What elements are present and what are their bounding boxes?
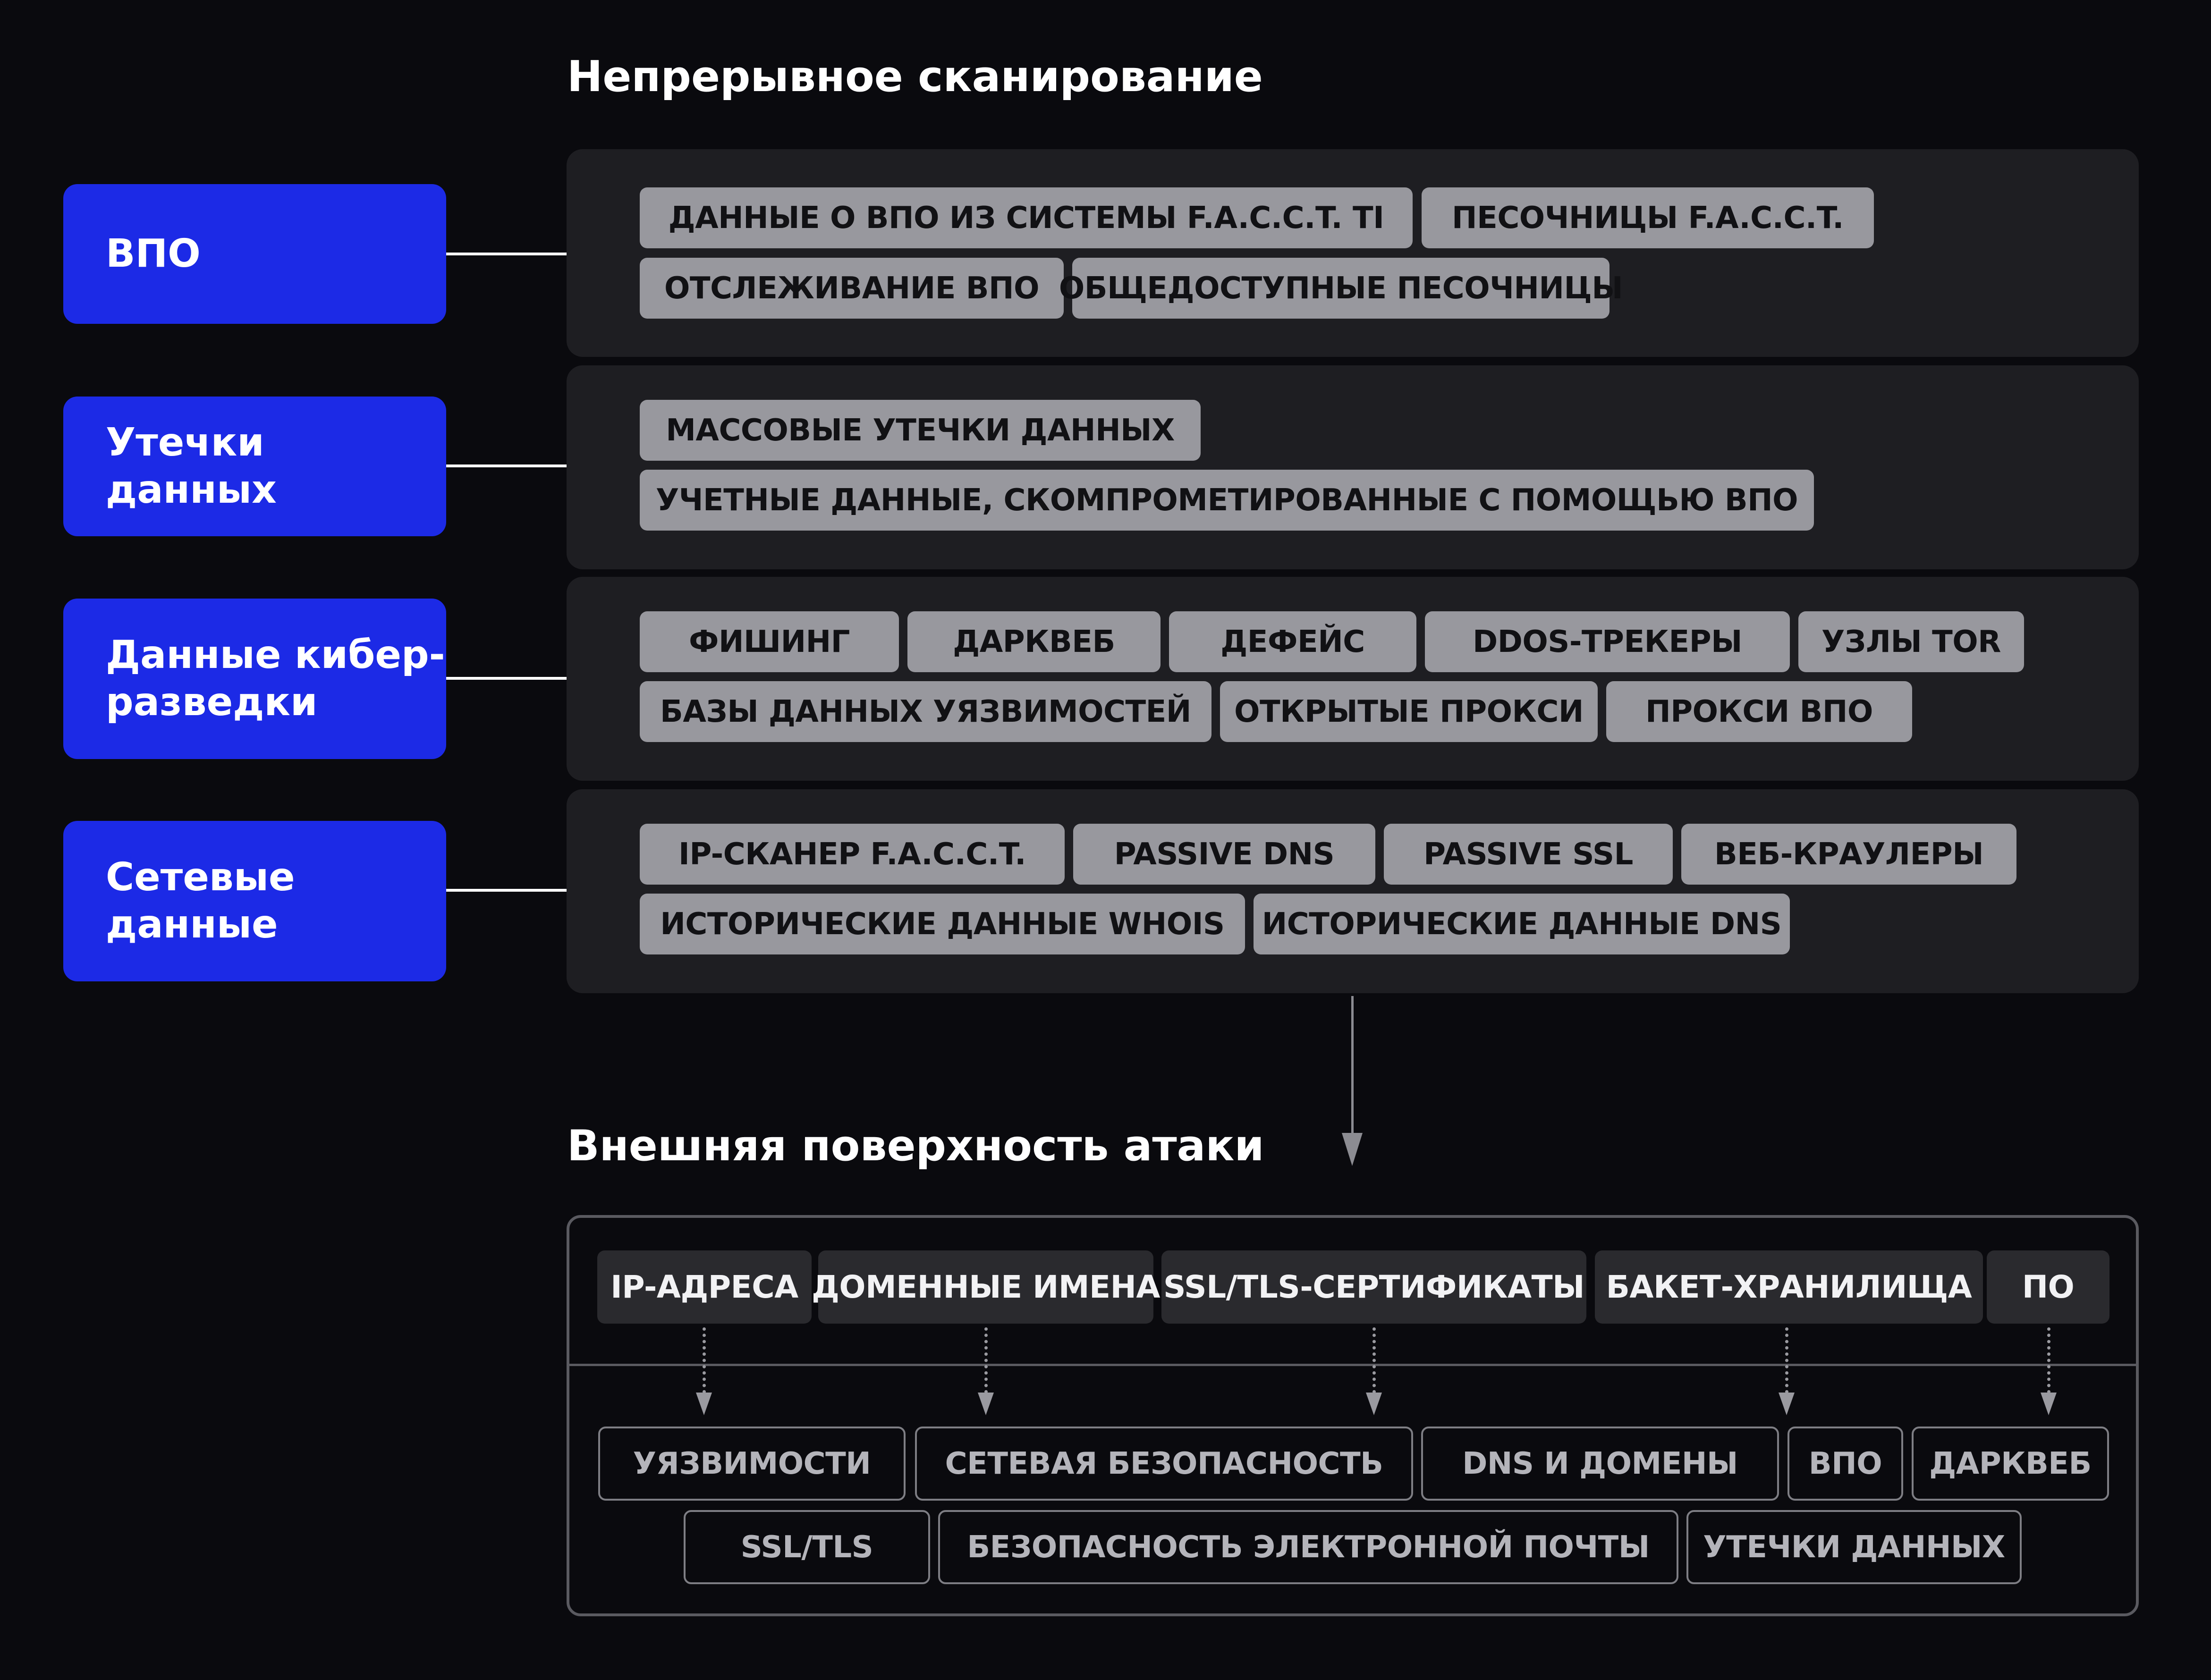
category-domain-names: ДОМЕННЫЕ ИМЕНА — [812, 1250, 1160, 1324]
category-ssl-certificates: SSL/TLS-СЕРТИФИКАТЫ — [1161, 1250, 1586, 1324]
attack-surface-divider — [569, 1364, 2136, 1366]
chip-malware-tracking: ОТСЛЕЖИВАНИЕ ВПО — [640, 258, 1064, 319]
dotted-arrow-head-buckets — [1779, 1393, 1795, 1415]
chip-defacement: ДЕФЕЙС — [1169, 611, 1416, 672]
chip-facct-sandboxes: ПЕСОЧНИЦЫ F.A.C.C.T. — [1422, 187, 1874, 248]
dotted-arrow-ip — [703, 1327, 706, 1393]
chip-phishing: ФИШИНГ — [640, 611, 899, 672]
risk-email-security: БЕЗОПАСНОСТЬ ЭЛЕКТРОННОЙ ПОЧТЫ — [938, 1510, 1678, 1584]
risk-data-leaks: УТЕЧКИ ДАННЫХ — [1686, 1510, 2022, 1584]
category-ip-addresses: IP-АДРЕСА — [597, 1250, 812, 1324]
dotted-arrow-head-ssl — [1366, 1393, 1382, 1415]
chip-mass-leaks: МАССОВЫЕ УТЕЧКИ ДАННЫХ — [640, 400, 1201, 461]
chip-open-proxies: ОТКРЫТЫЕ ПРОКСИ — [1220, 681, 1598, 742]
chip-vuln-databases: БАЗЫ ДАННЫХ УЯЗВИМОСТЕЙ — [640, 681, 1211, 742]
chip-historical-dns: ИСТОРИЧЕСКИЕ ДАННЫЕ DNS — [1254, 894, 1790, 954]
source-malware: ВПО — [63, 184, 446, 324]
panel-threat-intel: ФИШИНГ ДАРКВЕБ ДЕФЕЙС DDOS-ТРЕКЕРЫ УЗЛЫ … — [567, 577, 2139, 781]
chip-historical-whois: ИСТОРИЧЕСКИЕ ДАННЫЕ WHOIS — [640, 894, 1245, 954]
dotted-arrow-domains — [984, 1327, 988, 1393]
category-bucket-storage: БАКЕТ-ХРАНИЛИЩА — [1595, 1250, 1983, 1324]
continuous-scanning-title: Непрерывное сканирование — [567, 52, 1263, 101]
attack-surface-title: Внешняя поверхность атаки — [567, 1121, 1264, 1171]
dotted-arrow-head-ip — [696, 1393, 712, 1415]
dotted-arrow-head-software — [2041, 1393, 2057, 1415]
chip-passive-dns: PASSIVE DNS — [1073, 824, 1375, 885]
chip-darkweb: ДАРКВЕБ — [907, 611, 1161, 672]
risk-ssl-tls: SSL/TLS — [684, 1510, 930, 1584]
panel-data-leaks: МАССОВЫЕ УТЕЧКИ ДАННЫХ УЧЕТНЫЕ ДАННЫЕ, С… — [567, 365, 2139, 569]
chip-passive-ssl: PASSIVE SSL — [1384, 824, 1673, 885]
risk-dns-domains: DNS И ДОМЕНЫ — [1421, 1427, 1779, 1501]
chip-tor-nodes: УЗЛЫ TOR — [1798, 611, 2024, 672]
chip-facct-ti-malware: ДАННЫЕ О ВПО ИЗ СИСТЕМЫ F.A.C.C.T. TI — [640, 187, 1413, 248]
attack-surface-frame — [567, 1215, 2139, 1616]
source-threat-intel: Данные кибер- разведки — [63, 599, 446, 759]
dotted-arrow-head-domains — [978, 1393, 994, 1415]
chip-compromised-credentials: УЧЕТНЫЕ ДАННЫЕ, СКОМПРОМЕТИРОВАННЫЕ С ПО… — [640, 470, 1814, 531]
chip-web-crawlers: ВЕБ-КРАУЛЕРЫ — [1681, 824, 2016, 885]
source-data-leaks: Утечки данных — [63, 397, 446, 536]
dotted-arrow-buckets — [1785, 1327, 1788, 1393]
category-software: ПО — [1987, 1250, 2109, 1324]
risk-network-security: СЕТЕВАЯ БЕЗОПАСНОСТЬ — [915, 1427, 1413, 1501]
source-network-data: Сетевые данные — [63, 821, 446, 981]
chip-ddos-trackers: DDOS-ТРЕКЕРЫ — [1425, 611, 1790, 672]
risk-malware: ВПО — [1787, 1427, 1903, 1501]
down-arrow-head — [1342, 1133, 1363, 1166]
dotted-arrow-software — [2047, 1327, 2050, 1393]
chip-ip-scanner: IP-СКАНЕР F.A.C.C.T. — [640, 824, 1065, 885]
chip-malware-proxies: ПРОКСИ ВПО — [1606, 681, 1912, 742]
risk-darkweb: ДАРКВЕБ — [1912, 1427, 2109, 1501]
down-arrow-line — [1351, 996, 1354, 1133]
chip-public-sandboxes: ОБЩЕДОСТУПНЫЕ ПЕСОЧНИЦЫ — [1059, 258, 1623, 319]
panel-malware: ДАННЫЕ О ВПО ИЗ СИСТЕМЫ F.A.C.C.T. TI ПЕ… — [567, 149, 2139, 357]
dotted-arrow-ssl — [1372, 1327, 1376, 1393]
panel-network-data: IP-СКАНЕР F.A.C.C.T. PASSIVE DNS PASSIVE… — [567, 789, 2139, 993]
risk-vulnerabilities: УЯЗВИМОСТИ — [598, 1427, 906, 1501]
